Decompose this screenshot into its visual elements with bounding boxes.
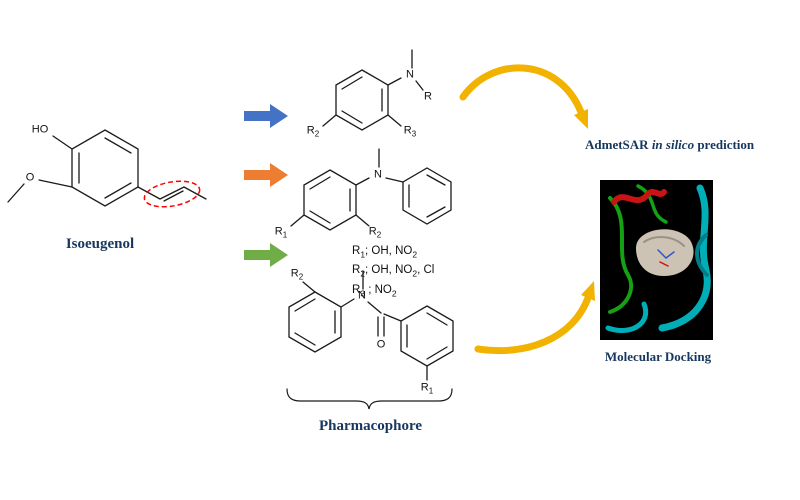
atom-label-mid-r2: R2 (367, 225, 383, 240)
atom-label-bot-o: O (375, 338, 387, 351)
atom-label-mid-n: N (373, 168, 383, 181)
hydroxyl-bond (52, 135, 73, 150)
ligand-sticks (659, 261, 669, 267)
molecular-docking-caption: Molecular Docking (604, 349, 712, 364)
red-helix (611, 189, 667, 205)
atom-label-bot-r2: R2 (289, 267, 305, 282)
admetsar-in-silico: in silico (651, 137, 695, 152)
propenyl-double-bond (159, 186, 185, 200)
cyan-ribbon (605, 301, 649, 333)
molecular-docking-image (600, 180, 713, 340)
r-definition-line: R2; OH, NO2, Cl (352, 264, 435, 279)
admetsar-prediction: prediction (697, 137, 755, 152)
green-block-arrow (244, 243, 288, 267)
curved-arrow-to-admetsar (459, 64, 585, 116)
r-group-definitions: R1; OH, NO2 R2; OH, NO2, Cl R3 ; NO2 (352, 243, 434, 301)
phenyl-ring (402, 167, 452, 225)
r2-bond (302, 281, 316, 293)
n-phenyl-bond (385, 177, 404, 183)
curved-arrow-to-docking-head (581, 281, 595, 301)
scaffold-top-structure (322, 49, 424, 131)
isoeugenol-caption: Isoeugenol (65, 236, 135, 252)
propenyl-bond-1 (137, 186, 161, 200)
n-bond (387, 77, 402, 86)
atom-label-methoxy-o: O (24, 171, 36, 184)
benzene-ring (335, 69, 389, 131)
r2-bond (322, 114, 337, 127)
atom-label-top-r2: R2 (305, 124, 321, 139)
curved-arrow-to-docking (474, 294, 592, 355)
benzene-ring (288, 291, 342, 353)
atom-label-top-r3: R3 (402, 124, 418, 139)
ligand-sticks (657, 249, 675, 259)
green-ribbon (608, 196, 634, 314)
r1-bond (290, 214, 305, 227)
atom-label-hydroxyl: HO (30, 123, 50, 136)
atom-label-bot-n: N (357, 289, 367, 302)
pharmacophore-brace (286, 388, 453, 410)
r-definition-line: R1; OH, NO2 (352, 245, 418, 260)
n-r-bond (415, 80, 424, 91)
benzene-ring (71, 129, 139, 207)
blue-block-arrow (244, 104, 288, 128)
carbonyl-ring-bond (383, 313, 402, 322)
scaffold-middle-structure (290, 148, 452, 231)
isoeugenol-structure (7, 129, 207, 207)
scaffold-bottom-structure (288, 270, 454, 381)
protein-ribbon-art (605, 184, 711, 333)
methoxy-methyl-bond (7, 183, 25, 203)
r-definition-line: R3 ; NO2 (352, 283, 397, 298)
methoxy-bond (38, 179, 73, 188)
curved-arrow-to-admetsar-head (574, 109, 588, 129)
benzene-ring (303, 169, 357, 231)
n-carbonyl-bond (367, 301, 382, 314)
orange-block-arrow (244, 163, 288, 187)
double-bond-highlight-ellipse (143, 180, 201, 208)
benzoyl-ring (400, 305, 454, 367)
admetsar-caption: AdmetSAR in silico prediction (585, 137, 800, 153)
propenyl-methyl-bond (183, 186, 207, 200)
admetsar-name: AdmetSAR (585, 137, 649, 152)
n-bond (355, 177, 370, 186)
n-bond (340, 298, 355, 308)
atom-label-top-n: N (405, 68, 415, 81)
r3-bond (387, 114, 402, 127)
surface-shading (643, 236, 685, 247)
atom-label-mid-r1: R1 (273, 225, 289, 240)
green-ribbon (636, 184, 668, 224)
r2-bond (355, 214, 370, 227)
atom-label-bot-r1: R1 (419, 381, 435, 396)
teal-ribbon (695, 233, 709, 277)
pharmacophore-caption: Pharmacophore (318, 418, 423, 434)
cyan-ribbon (658, 184, 711, 332)
atom-label-top-r: R (423, 90, 433, 103)
